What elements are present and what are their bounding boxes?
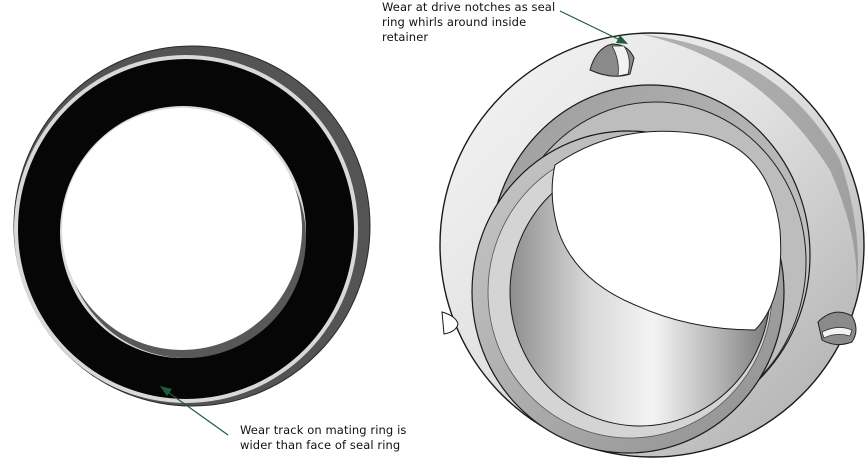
mating-ring xyxy=(13,45,371,407)
callout-notch-line-3: retainer xyxy=(382,30,429,44)
leader-arrowhead-track xyxy=(160,386,172,396)
callout-wear-track: Wear track on mating ring is wider than … xyxy=(240,423,406,453)
leader-line-track xyxy=(160,386,229,436)
callout-drive-notch-wear: Wear at drive notches as seal ring whirl… xyxy=(382,0,555,45)
drive-notch-right-wear xyxy=(821,327,853,339)
callout-notch-line-2: ring whirls around inside xyxy=(382,15,527,29)
callout-track-line-2: wider than face of seal ring xyxy=(240,438,401,452)
mating-ring-bore xyxy=(62,108,302,350)
leader-line-notch xyxy=(559,10,628,44)
seal-ring-assembly xyxy=(439,32,865,458)
drive-notch-top-wear xyxy=(611,45,630,77)
drive-notch-left xyxy=(441,311,459,335)
seal-ring-bore-opening xyxy=(551,130,782,331)
callout-notch-line-1: Wear at drive notches as seal xyxy=(382,0,556,14)
callout-track-line-1: Wear track on mating ring is xyxy=(240,423,407,437)
leader-arrowhead-notch xyxy=(616,35,628,44)
